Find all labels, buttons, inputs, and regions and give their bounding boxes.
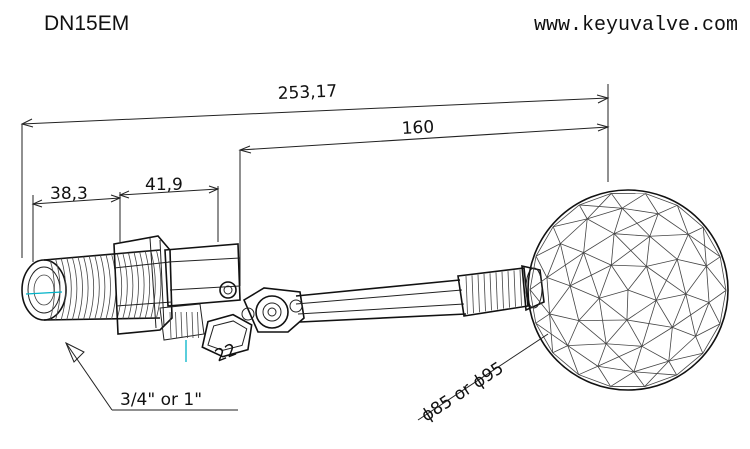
thread-size-callout: 3/4" or 1": [65, 341, 238, 411]
thread-length-label: 38,3: [50, 184, 88, 204]
website-label: www.keyuvalve.com: [533, 14, 738, 37]
hex-nut: 22: [201, 313, 253, 367]
pivot-joint: [241, 287, 305, 333]
ball-diameter-label: ϕ85 or ϕ95: [418, 358, 508, 426]
body-length-label: 41,9: [145, 175, 183, 195]
thread-section: [21, 249, 162, 321]
dimension-body: 41,9: [118, 175, 220, 242]
model-label: DN15EM: [44, 12, 130, 35]
ball-diameter-callout: ϕ85 or ϕ95: [417, 333, 549, 426]
dimension-overall: 253,17: [20, 81, 610, 258]
hex-size-label: 22: [212, 340, 240, 367]
ball-float: [527, 189, 729, 391]
arm-length-label: 160: [401, 117, 434, 139]
thread-size-label: 3/4" or 1": [120, 390, 202, 410]
dimension-arm: 160: [238, 117, 610, 286]
hex-body: [113, 235, 241, 362]
float-arm: [295, 264, 545, 323]
overall-length-label: 253,17: [277, 81, 337, 104]
axis-marker: [25, 291, 63, 295]
dimension-thread: 38,3: [31, 184, 122, 262]
